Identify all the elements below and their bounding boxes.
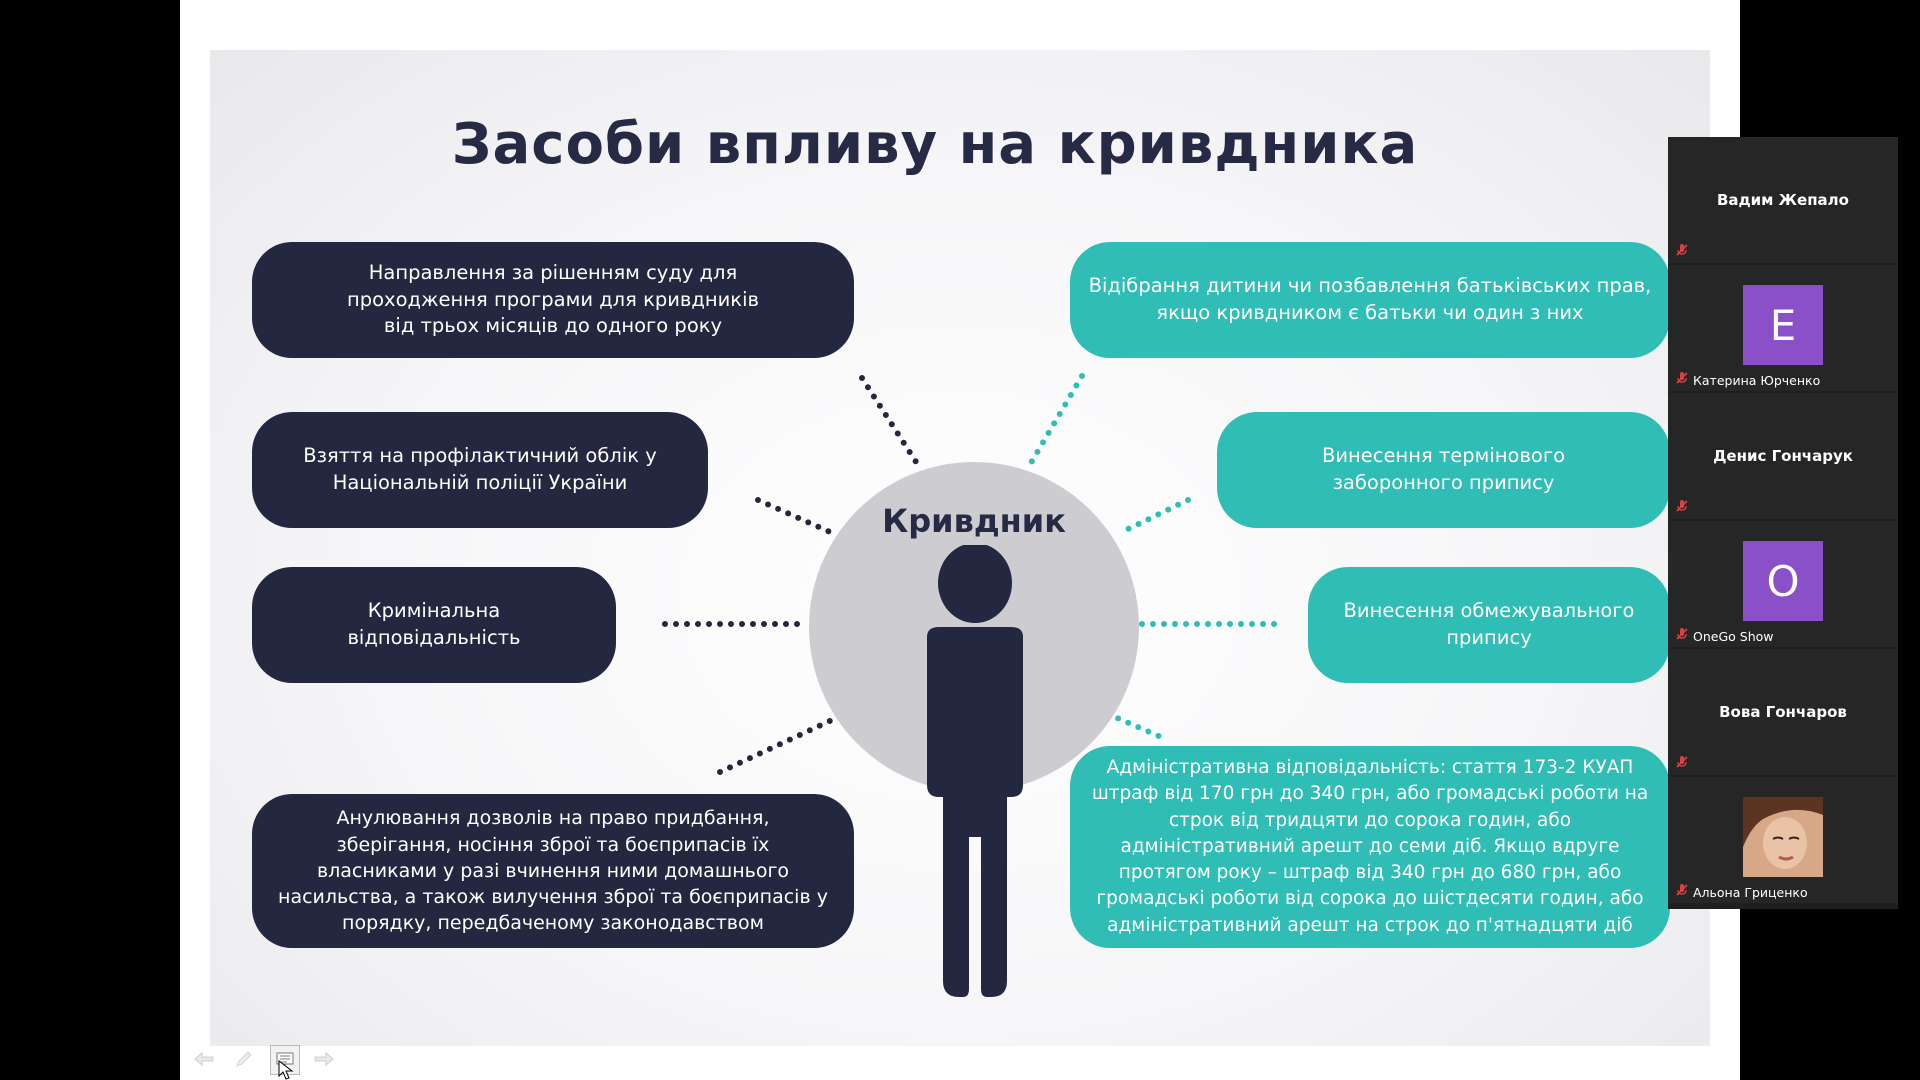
left-box-2-text: Взяття на профілактичний облік у Націона…: [303, 444, 657, 494]
center-label: Кривдник: [882, 502, 1066, 540]
right-box-2: Винесення термінового заборонного припис…: [1217, 412, 1670, 528]
left-box-1-text: Направлення за рішенням суду для проходж…: [346, 260, 759, 338]
participant-name: Денис Гончарук: [1713, 447, 1853, 465]
participant-name: Вова Гончаров: [1719, 703, 1847, 721]
mic-muted-icon: [1676, 372, 1688, 384]
slide: Засоби впливу на кривдника Кривдник Напр…: [210, 50, 1710, 1046]
right-box-3: Винесення обмежувального припису: [1308, 567, 1670, 683]
connector-dots: [662, 373, 1283, 775]
person-icon: [927, 545, 1023, 997]
right-box-3-text: Винесення обмежувального припису: [1343, 599, 1635, 649]
slide-title: Засоби впливу на кривдника: [451, 112, 1419, 177]
mic-muted-icon: [1676, 884, 1688, 896]
next-slide-button[interactable]: [310, 1045, 338, 1073]
participant-tile[interactable]: Вова Гончаров: [1668, 649, 1898, 775]
participant-tile[interactable]: E Катерина Юрченко: [1668, 265, 1898, 391]
arrow-left-icon: [194, 1051, 214, 1067]
left-box-1: Направлення за рішенням суду для проходж…: [252, 242, 854, 358]
participants-panel: Вадим Жепало E Катерина Юрченко Денис Го…: [1668, 137, 1898, 909]
cursor-icon: [278, 1060, 294, 1080]
avatar: E: [1743, 285, 1823, 365]
prev-slide-button[interactable]: [190, 1045, 218, 1073]
left-box-3: Кримінальна відповідальність: [252, 567, 616, 683]
mic-muted-icon: [1676, 244, 1688, 256]
participant-tile[interactable]: Вадим Жепало: [1668, 137, 1898, 263]
right-box-1-text: Відібрання дитини чи позбавлення батьків…: [1088, 274, 1652, 324]
left-box-4: Анулювання дозволів на право придбання, …: [252, 794, 854, 948]
participant-name: Катерина Юрченко: [1693, 373, 1821, 388]
right-box-4-text: Адміністративна відповідальність: стаття…: [1091, 757, 1649, 936]
pen-icon: [236, 1051, 252, 1067]
participant-name: Альона Гриценко: [1693, 885, 1808, 900]
face-photo-icon: [1743, 797, 1823, 877]
left-box-4-text: Анулювання дозволів на право придбання, …: [278, 807, 828, 935]
participant-tile[interactable]: Денис Гончарук: [1668, 393, 1898, 519]
pen-button[interactable]: [230, 1045, 258, 1073]
participant-tile[interactable]: Альона Гриценко: [1668, 777, 1898, 903]
right-box-2-text: Винесення термінового заборонного припис…: [1321, 444, 1566, 494]
right-box-1: Відібрання дитини чи позбавлення батьків…: [1070, 242, 1670, 358]
participant-tile[interactable]: O OneGo Show: [1668, 521, 1898, 647]
avatar-photo: [1743, 797, 1823, 877]
participant-name: OneGo Show: [1693, 629, 1774, 644]
participant-name: Вадим Жепало: [1717, 191, 1849, 209]
avatar: O: [1743, 541, 1823, 621]
right-box-4: Адміністративна відповідальність: стаття…: [1070, 746, 1670, 948]
left-box-2: Взяття на профілактичний облік у Націона…: [252, 412, 708, 528]
mic-muted-icon: [1676, 500, 1688, 512]
mic-muted-icon: [1676, 628, 1688, 640]
mic-muted-icon: [1676, 756, 1688, 768]
left-box-3-text: Кримінальна відповідальність: [347, 599, 521, 649]
arrow-right-icon: [314, 1051, 334, 1067]
